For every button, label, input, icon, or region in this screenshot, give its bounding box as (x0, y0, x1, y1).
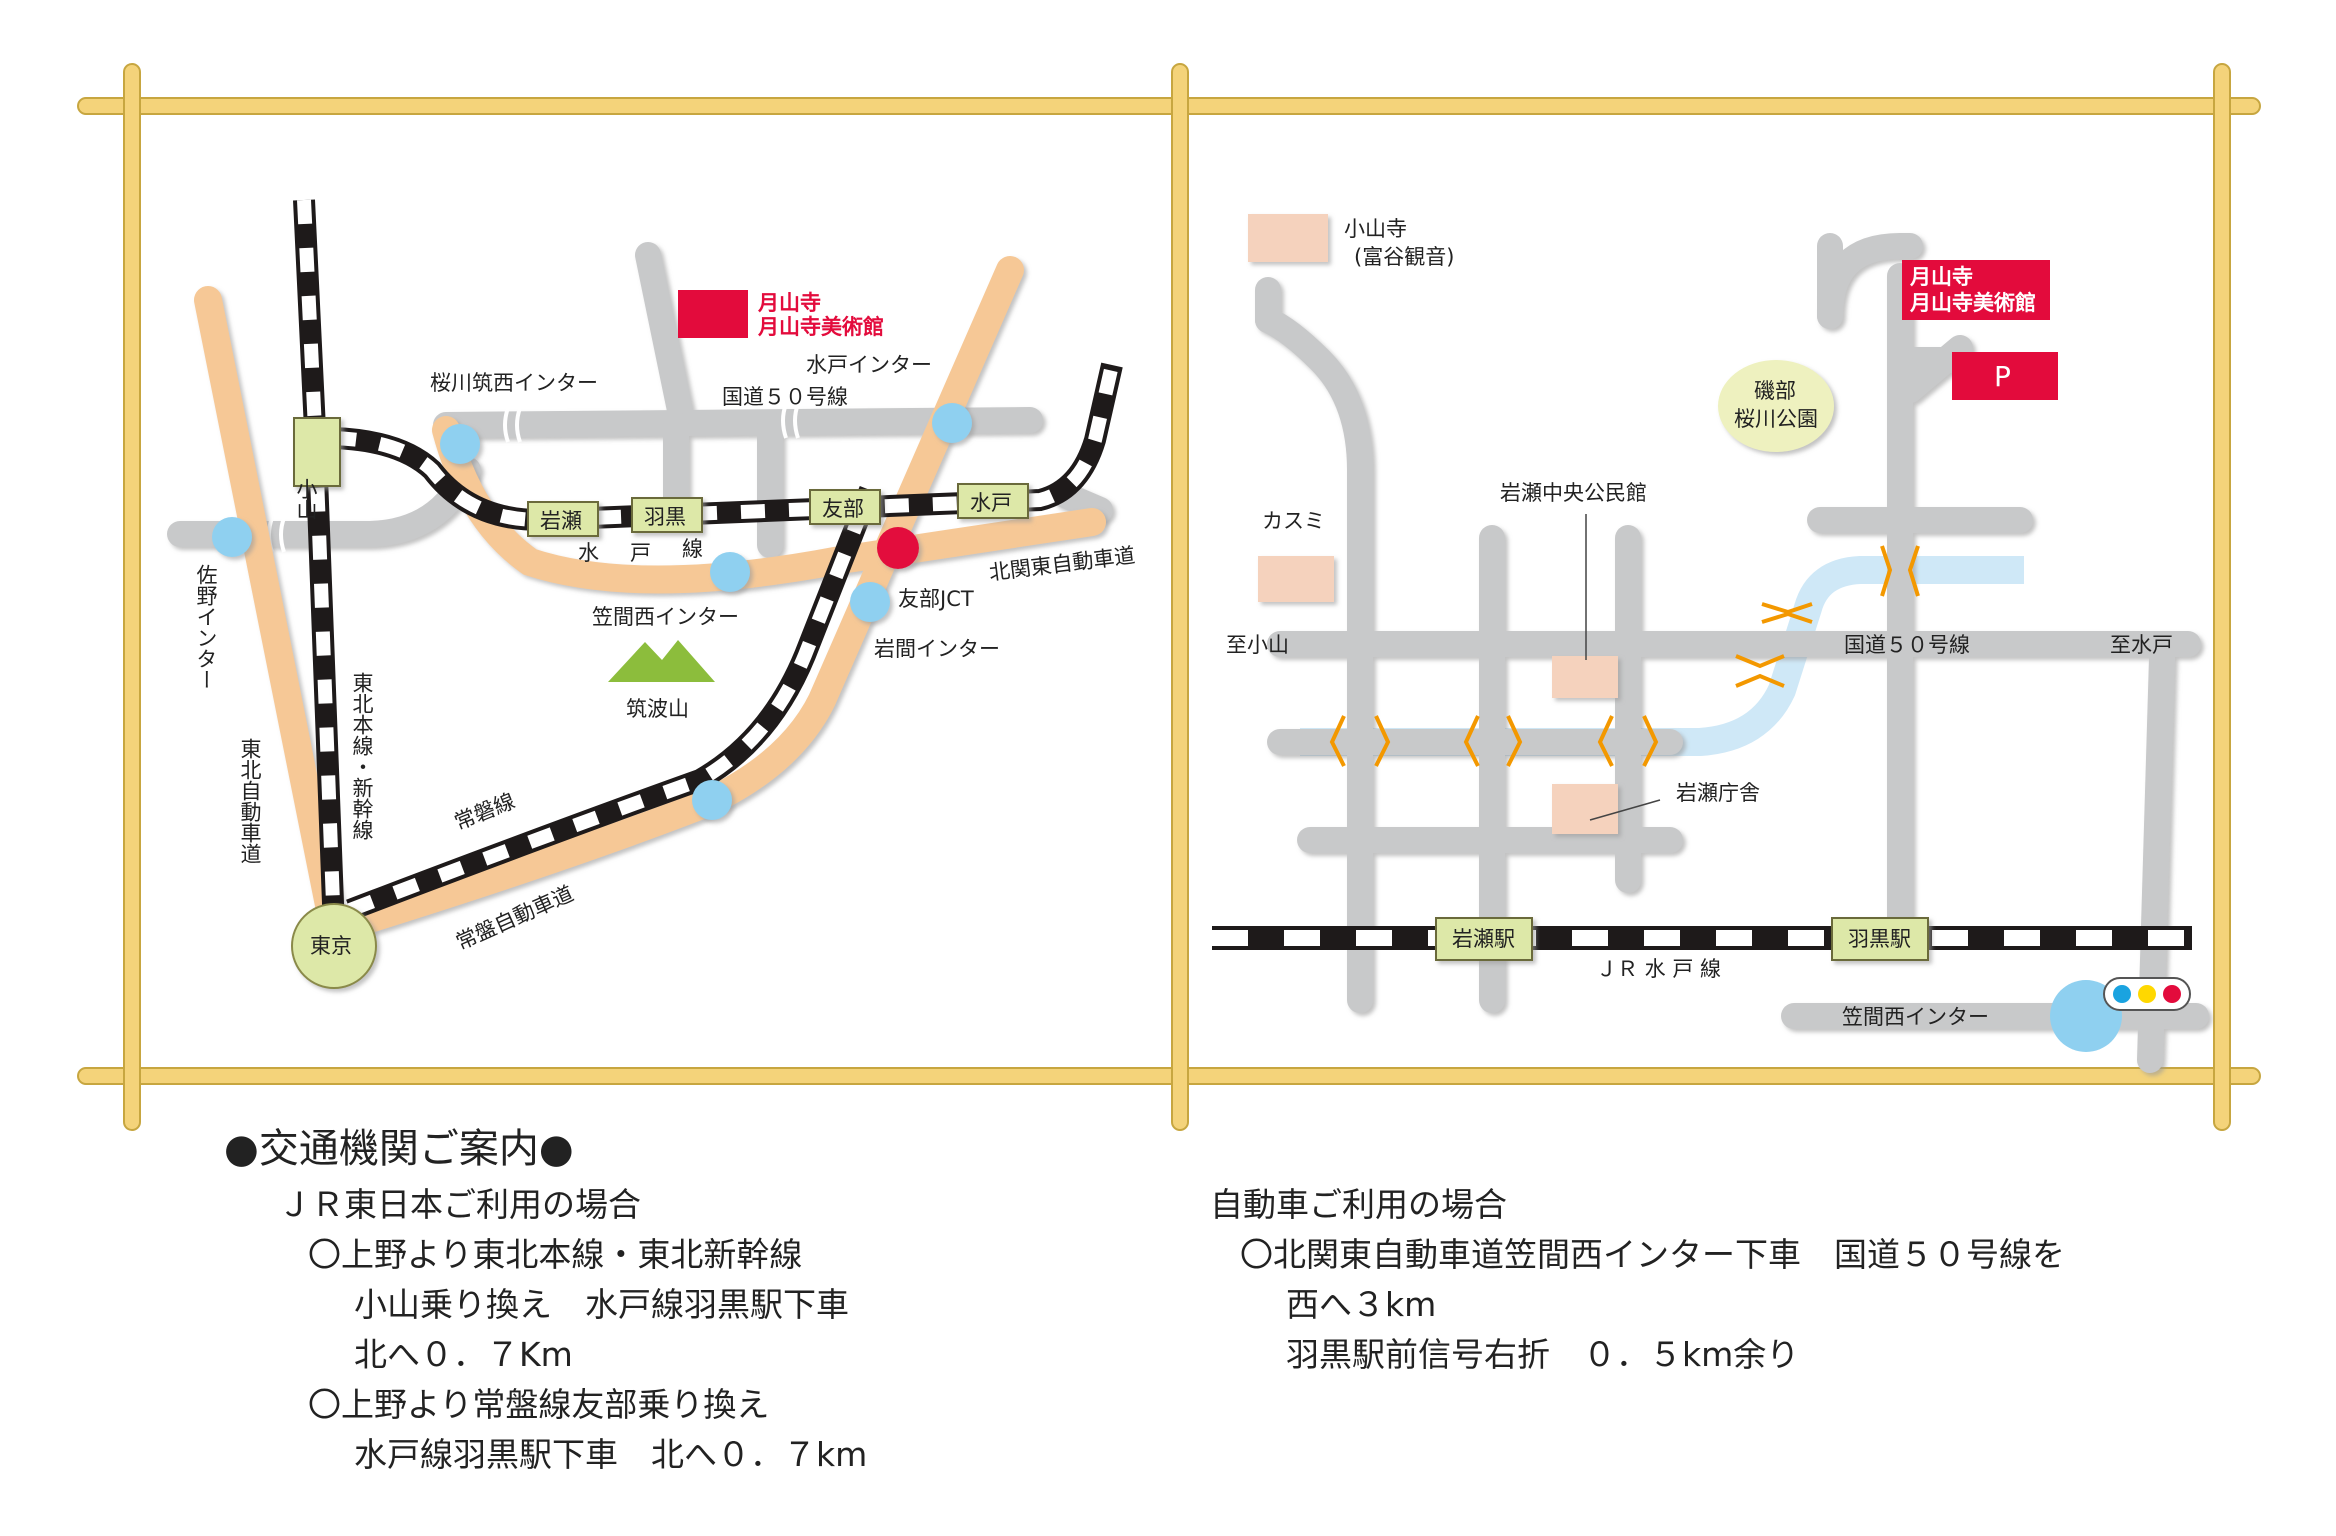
car-access-info: 自動車ご利用の場合 〇北関東自動車道笠間西インター下車 国道５０号線を 西へ３k… (1210, 1180, 2065, 1380)
station-oyama-box (293, 417, 341, 487)
jr-access-info: ＪＲ東日本ご利用の場合 〇上野より東北本線・東北新幹線 小山乗り換え 水戸線羽黒… (278, 1180, 867, 1480)
community-hall-label: 岩瀬中央公民館 (1500, 481, 1647, 505)
jr-mito-line-label: ＪＲ 水 戸 線 (1596, 957, 1721, 981)
left-regional-map: 月山寺 月山寺美術館 桜川筑西インター 水戸インター 国道５０号線 岩瀬 羽黒 … (167, 199, 1137, 989)
iwase-office-label: 岩瀬庁舎 (1676, 781, 1760, 805)
mito-line-label-2: 戸 (630, 541, 651, 565)
right-local-map: 小山寺 (富谷観音) 月山寺 月山寺美術館 P 磯部 桜川公園 カスミ 岩瀬中央… (1212, 214, 2209, 1073)
route50-right-label: 国道５０号線 (1844, 633, 1970, 657)
station-haguro-label: 羽黒 (644, 505, 686, 529)
koyamaji-label-1: 小山寺 (1344, 217, 1407, 241)
jr-title: ＪＲ東日本ご利用の場合 (278, 1185, 641, 1224)
ic-kasama-right-label: 笠間西インター (1842, 1005, 1989, 1029)
kitakanto-exp-label: 北関東自動車道 (988, 543, 1137, 585)
jr-line-5: 水戸線羽黒駅下車 北へ０．７km (354, 1435, 868, 1474)
station-iwase-box (527, 501, 599, 537)
ic-iwama-label: 岩間インター (874, 637, 1000, 661)
mito-line-label-1: 水 (578, 541, 599, 565)
kasumi-building (1258, 556, 1334, 602)
ic-sakuragawa-marker (440, 424, 480, 464)
station-haguro-right-label: 羽黒駅 (1848, 927, 1911, 951)
tohoku-line-label: 東北本線・新幹線 (350, 672, 374, 840)
route50-label: 国道５０号線 (722, 385, 848, 409)
iwase-office-building (1552, 784, 1618, 834)
koyamaji-building (1248, 214, 1328, 262)
park-label-2: 桜川公園 (1734, 407, 1818, 431)
park-label-1: 磯部 (1754, 379, 1796, 403)
car-line-3: 羽黒駅前信号右折 ０．５km余り (1286, 1335, 1800, 1374)
joban-line-label: 常磐線 (451, 789, 518, 835)
heading-text: ●交通機関ご案内● (224, 1126, 574, 1172)
station-iwase-right-box (1435, 917, 1533, 961)
tomobe-jct-label: 友部JCT (898, 587, 974, 611)
temple-right-label-1: 月山寺 (1909, 265, 1973, 289)
mito-line-label-3: 線 (682, 537, 703, 561)
map-frame (77, 63, 2261, 1131)
ic-kasama-marker (710, 552, 750, 592)
parking-marker (1952, 352, 2058, 400)
ic-sano-label: 佐野インター (194, 564, 218, 690)
jr-line-2: 小山乗り換え 水戸線羽黒駅下車 (354, 1285, 849, 1324)
jr-line-1: 〇上野より東北本線・東北新幹線 (308, 1235, 803, 1274)
mountain-label: 筑波山 (626, 697, 689, 721)
ic-joban-marker (692, 780, 732, 820)
tomobe-jct-marker (877, 527, 919, 569)
station-mito-label: 水戸 (970, 491, 1012, 515)
to-mito-label: 至水戸 (2110, 633, 2173, 657)
jr-line-3: 北へ０．７Km (354, 1335, 573, 1374)
kasumi-label: カスミ (1262, 509, 1325, 533)
station-mito-box (957, 483, 1029, 519)
ic-kasama-label: 笠間西インター (592, 605, 739, 629)
ic-mito-label: 水戸インター (806, 353, 932, 377)
park-marker (1718, 360, 1834, 452)
station-tomobe-label: 友部 (822, 497, 864, 521)
access-info-heading: ●交通機関ご案内● (224, 1116, 574, 1174)
temple-label-1: 月山寺 (757, 291, 821, 315)
traffic-signal-icon (2103, 977, 2191, 1011)
station-iwase-label: 岩瀬 (540, 509, 582, 533)
ic-sakuragawa-label: 桜川筑西インター (430, 371, 598, 395)
station-haguro-box (631, 497, 703, 533)
ic-sano-marker (212, 517, 252, 557)
car-line-1: 〇北関東自動車道笠間西インター下車 国道５０号線を (1240, 1235, 2065, 1274)
temple-right-label-2: 月山寺美術館 (1909, 291, 2036, 315)
temple-marker-right (1902, 260, 2050, 320)
tokyo-label: 東京 (310, 934, 352, 958)
ic-mito-marker (932, 403, 972, 443)
temple-marker-left (678, 290, 748, 338)
to-oyama-label: 至小山 (1226, 633, 1289, 657)
tokyo-marker (291, 903, 377, 989)
jr-line-4: 〇上野より常盤線友部乗り換え (308, 1385, 770, 1424)
koyamaji-label-2: (富谷観音) (1354, 245, 1454, 269)
mountain-icon (608, 640, 715, 682)
station-haguro-right-box (1831, 917, 1929, 961)
station-tomobe-box (809, 489, 881, 525)
ic-iwama-marker (850, 582, 890, 622)
car-line-2: 西へ３km (1286, 1285, 1437, 1324)
tohoku-exp-label: 東北自動車道 (238, 738, 262, 864)
station-iwase-right-label: 岩瀬駅 (1452, 927, 1515, 951)
community-hall-building (1552, 656, 1618, 698)
parking-label: P (1994, 360, 2011, 393)
car-title: 自動車ご利用の場合 (1210, 1185, 1507, 1224)
temple-label-2: 月山寺美術館 (757, 315, 884, 339)
station-oyama-label: 小山 (294, 478, 318, 520)
